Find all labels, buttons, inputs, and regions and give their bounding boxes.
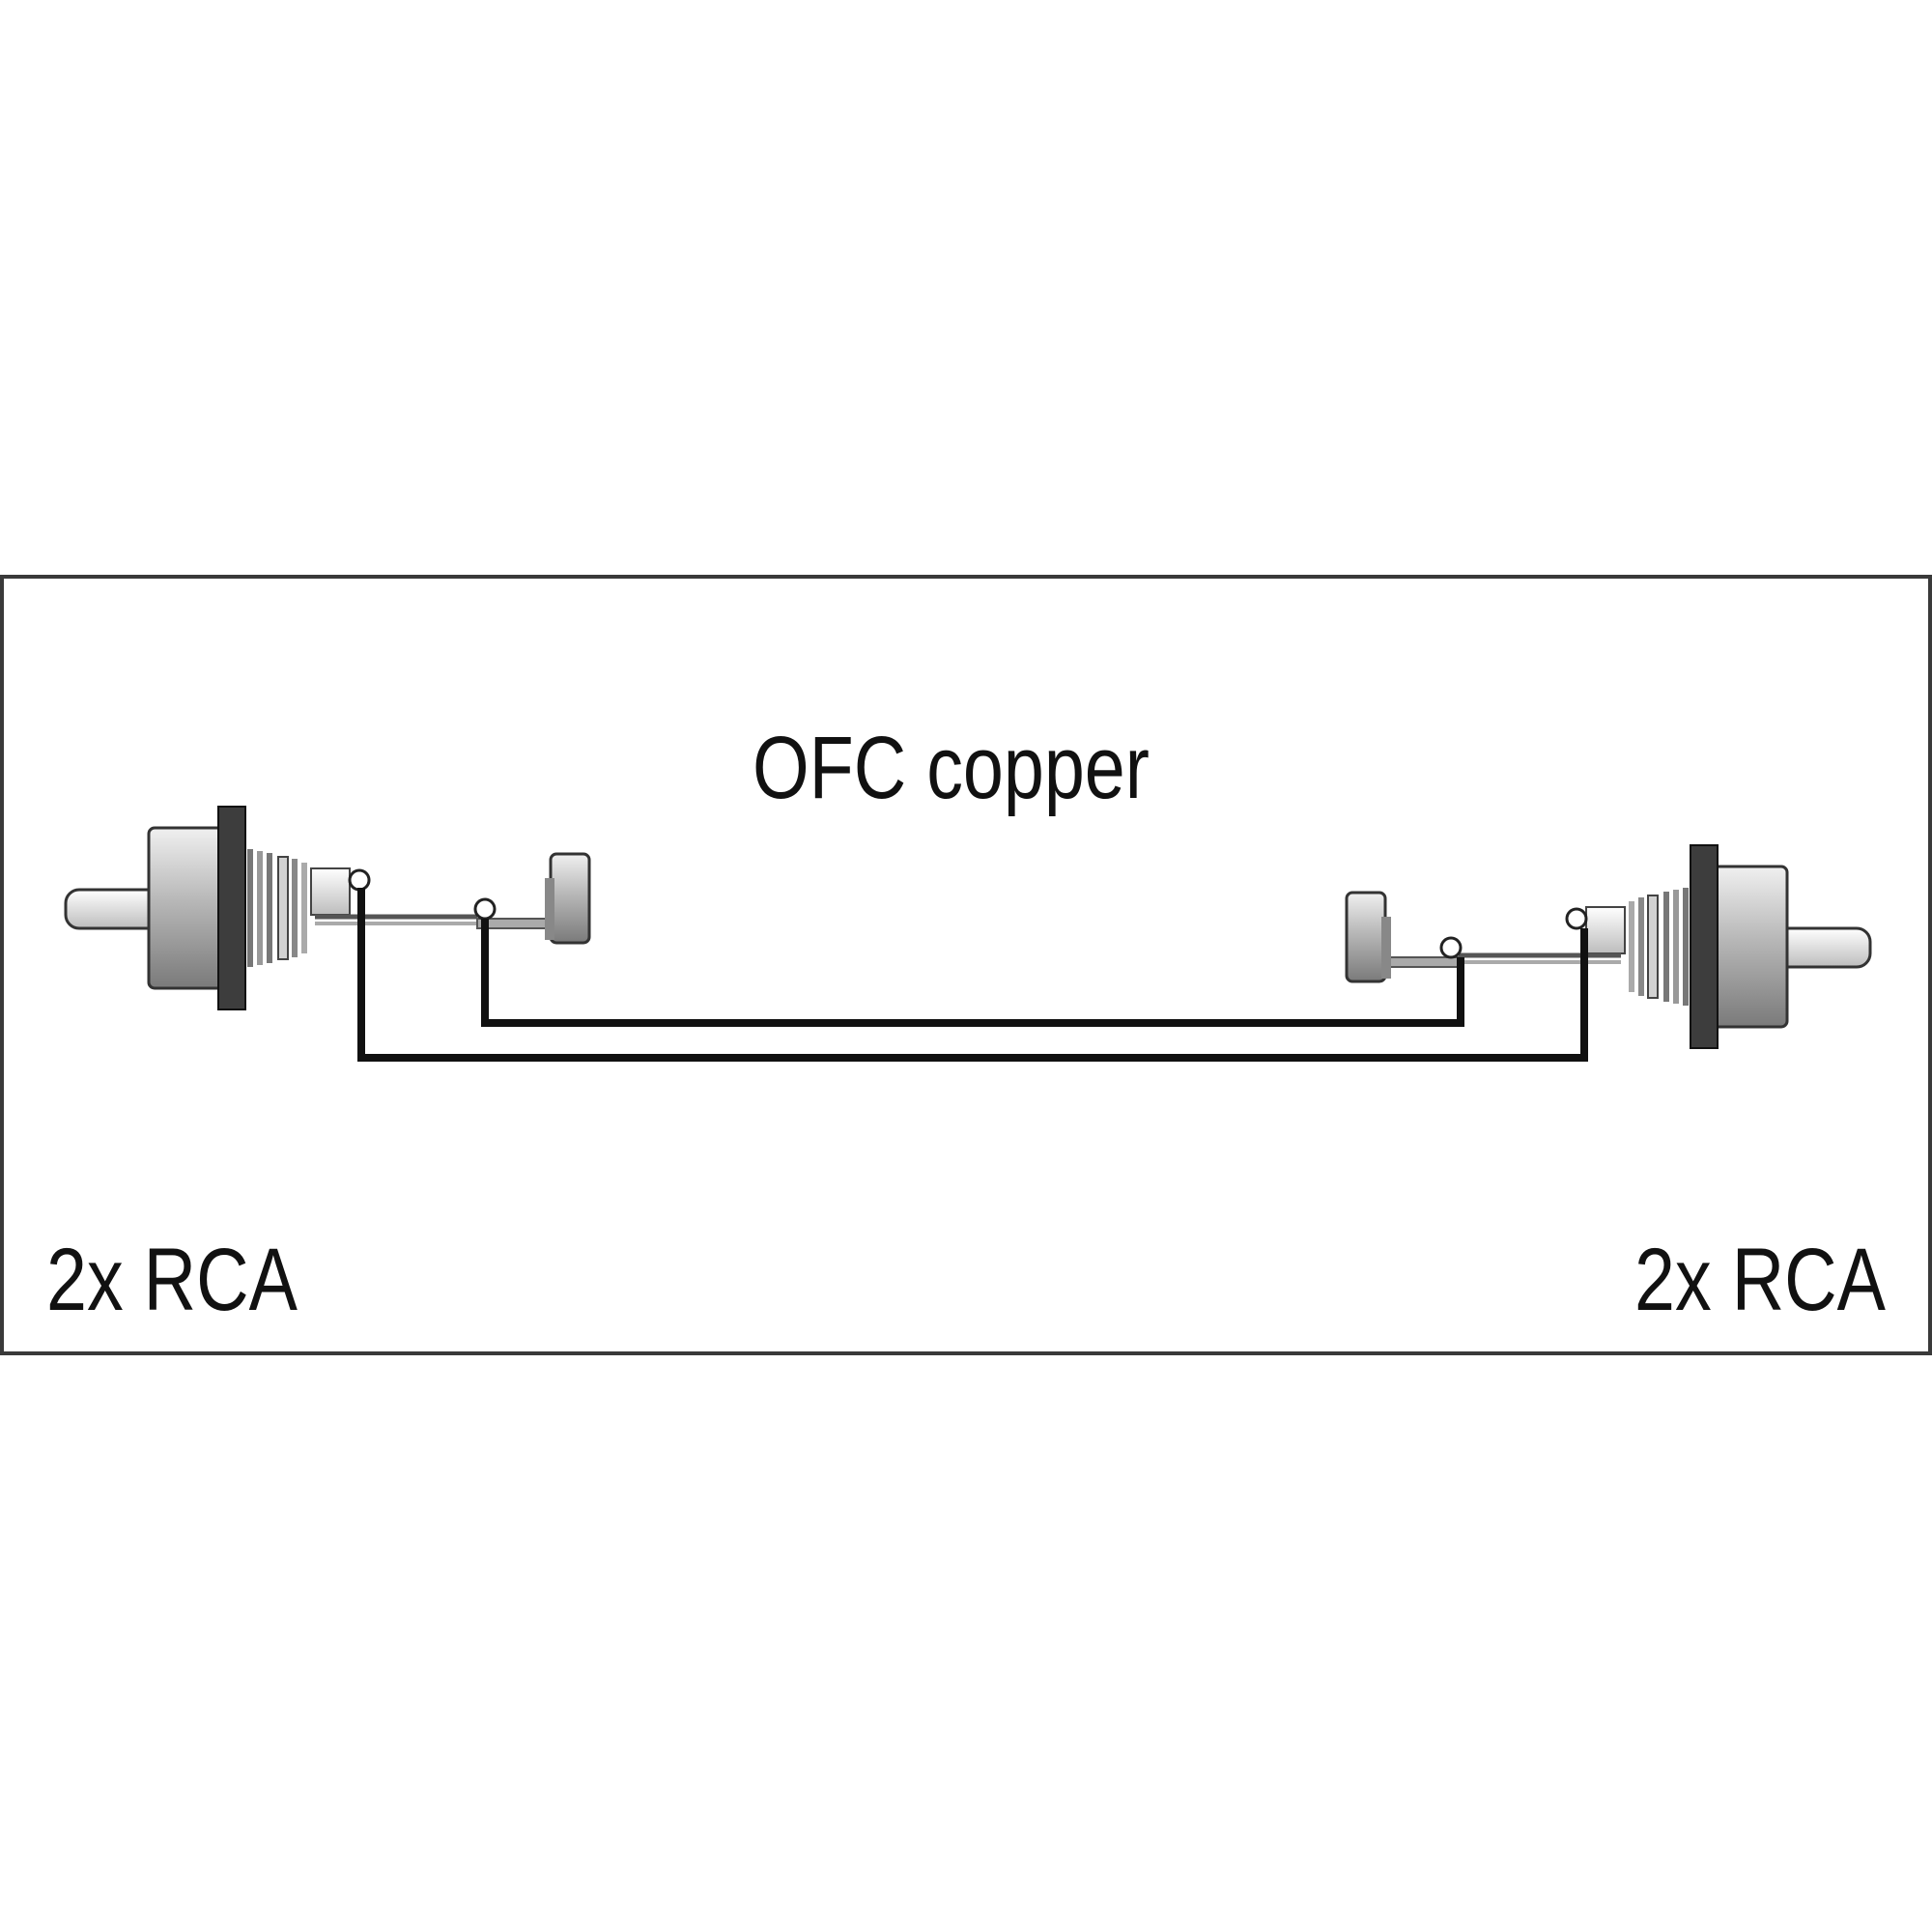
left-connector-label: 2x RCA <box>46 1231 298 1329</box>
diagram-frame: OFC copper 2x RCA 2x RCA <box>0 575 1932 1355</box>
cable-type-label: OFC copper <box>753 719 1150 817</box>
right-rca-plug-icon <box>1345 844 1872 1049</box>
ground-wire <box>481 919 1464 1027</box>
wiring-diagram <box>64 806 1872 1062</box>
signal-wire <box>357 888 1588 1062</box>
right-connector-label: 2x RCA <box>1634 1231 1886 1329</box>
left-rca-plug-icon <box>64 806 591 1010</box>
